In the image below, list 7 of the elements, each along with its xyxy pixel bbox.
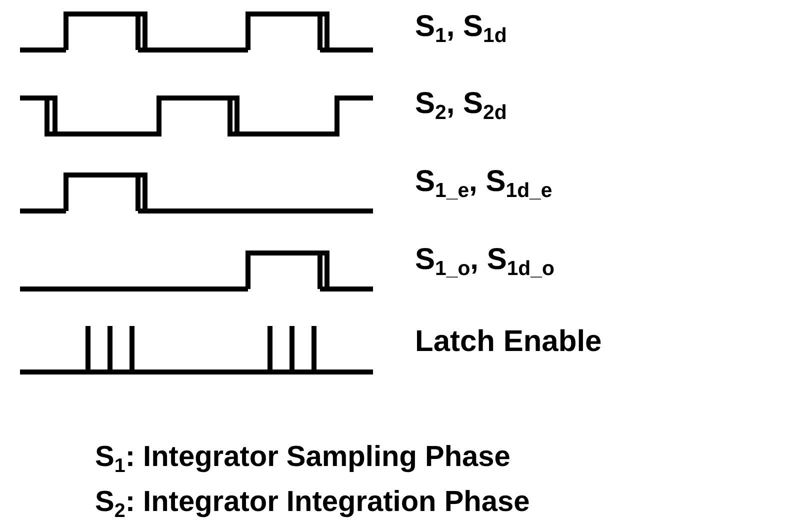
signal-label: S$_{1_e}$, S$_{1d_e}$ — [415, 167, 552, 202]
signal-label: S$_{1}$, S$_{1d}$ — [415, 12, 507, 47]
note-text: S$_{1}$: Integrator Sampling Phase — [95, 443, 510, 477]
signal-label: S$_{2}$, S$_{2d}$ — [415, 89, 507, 124]
note-text: S$_{2}$: Integrator Integration Phase — [95, 488, 530, 522]
signal-label: Latch Enable — [415, 327, 602, 357]
signal-label: S$_{1_o}$, S$_{1d_o}$ — [415, 245, 554, 280]
